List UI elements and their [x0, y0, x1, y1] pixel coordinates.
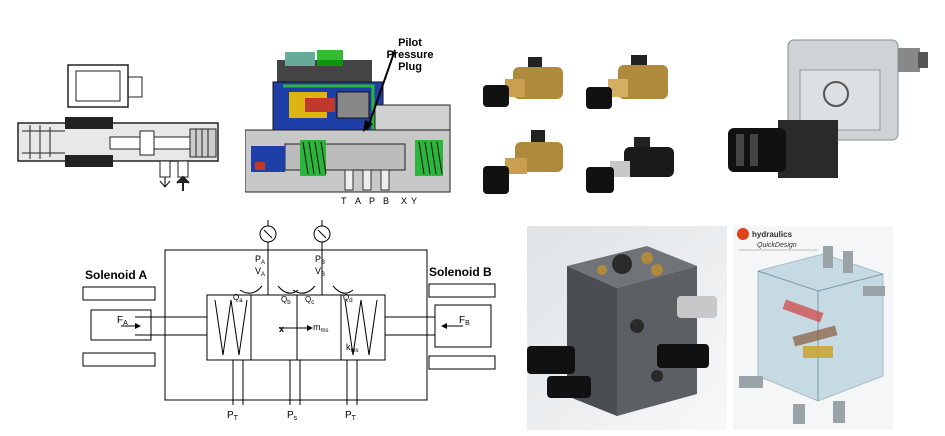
port-label: T [341, 196, 347, 206]
force-b-sub: B [465, 320, 470, 327]
ps-label: P [287, 410, 294, 421]
vb-sub: B [321, 272, 325, 278]
pt-right-sub: T [352, 415, 357, 422]
svg-text:PA: PA [255, 254, 265, 266]
cartridge-valve [586, 55, 668, 109]
port-label: B [383, 196, 389, 206]
spring-sub: ms [351, 348, 359, 354]
solenoid-b-label: Solenoid B [429, 265, 492, 279]
qa-label: Q [233, 293, 239, 302]
svg-text:Qd: Qd [343, 293, 353, 304]
mass-sub: ms [321, 328, 329, 334]
va-label: V [255, 266, 261, 276]
pb-label: P [315, 254, 321, 264]
svg-text:VB: VB [315, 266, 325, 278]
qa-sub: a [239, 298, 243, 304]
ps-sub: s [294, 415, 298, 422]
qc-sub: c [311, 300, 314, 306]
product-label: QuickDesign [757, 242, 797, 249]
manifold-block-photo [527, 226, 727, 430]
cartridge-valve [483, 57, 563, 107]
mass-label: m [313, 322, 321, 332]
valve-schematic: Solenoid A Solenoid B FA FB PA VA PB VB … [75, 220, 515, 432]
port-label: Y [411, 196, 417, 206]
solenoid-a-label: Solenoid A [85, 268, 148, 282]
svg-text:Qa: Qa [233, 293, 243, 304]
force-a-sub: A [123, 320, 128, 327]
pb-sub: B [321, 260, 325, 266]
va-sub: A [261, 272, 265, 278]
cartridge-valve [483, 130, 563, 194]
pa-label: P [255, 254, 261, 264]
port-label: X [401, 196, 407, 206]
force-a-label: F [117, 315, 123, 326]
pilot-label-line1: Pilot [398, 37, 422, 49]
logo-icon [823, 81, 849, 107]
svg-text:FA: FA [117, 315, 128, 327]
force-b-label: F [459, 315, 465, 326]
port-label: P [369, 196, 375, 206]
pt-left-label: P [227, 410, 234, 421]
svg-text:FB: FB [459, 315, 470, 327]
qd-sub: d [349, 298, 352, 304]
pt-left-sub: T [234, 415, 239, 422]
svg-text:kms: kms [346, 342, 359, 354]
brand-label: hydraulics [752, 230, 793, 239]
proportional-valve-photo [718, 20, 938, 200]
cartridge-valve [586, 137, 674, 193]
svg-text:VA: VA [255, 266, 265, 278]
svg-text:PT: PT [227, 410, 239, 422]
qc-label: Q [305, 295, 311, 304]
qd-label: Q [343, 293, 349, 302]
pilot-label-line3: Plug [398, 61, 422, 73]
svg-text:Ps: Ps [287, 410, 298, 422]
svg-text:mms: mms [313, 322, 329, 334]
cartridge-valves-photo [468, 35, 703, 210]
solenoid-valve-cross-section [10, 55, 225, 200]
svg-text:Qb: Qb [281, 295, 291, 306]
svg-text:PB: PB [315, 254, 325, 266]
directional-valve-cutaway: Pilot Pressure Plug T A P B X Y [245, 20, 455, 210]
pa-sub: A [261, 260, 265, 266]
pt-right-label: P [345, 410, 352, 421]
qb-sub: b [287, 300, 291, 306]
x-label: x [279, 324, 284, 334]
qb-label: Q [281, 295, 287, 304]
svg-text:PT: PT [345, 410, 357, 422]
vb-label: V [315, 266, 321, 276]
spring-label: k [346, 342, 351, 352]
pilot-label-line2: Pressure [386, 49, 433, 61]
port-label: A [355, 196, 361, 206]
brand-logo-icon [737, 228, 749, 240]
quickdesign-manifold-render: hydraulics QuickDesign [733, 226, 893, 430]
svg-text:Qc: Qc [305, 295, 314, 306]
